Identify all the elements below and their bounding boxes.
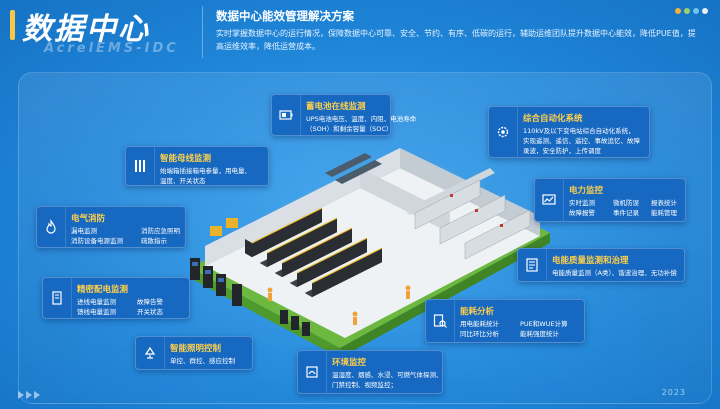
card-text: 实现遥测、遥信、遥控、事故追忆、故障 [523, 137, 640, 145]
brand-watermark: AcrelEMS-IDC [44, 41, 179, 56]
card-title: 蓄电池在线监测 [306, 102, 366, 112]
cabinet-icon [52, 291, 62, 305]
card-text: 用电能耗统计 [460, 320, 499, 328]
card-busbar-monitoring: 智能母线监测 始端箱插接箱电参量，用电量、温度、开关状态 [125, 146, 269, 186]
page-title: 数据中心 [22, 12, 150, 47]
card-text: 消防设备电源监测 [71, 237, 123, 245]
environment-icon [306, 366, 318, 378]
card-text: 实时监测 [569, 199, 595, 207]
card-text: 110kV及以下变电站综合自动化系统， [523, 127, 635, 135]
card-text: 录波，安全防护，上传调度 [523, 147, 601, 155]
title-accent-bar [10, 10, 15, 40]
lighting-icon [144, 346, 156, 359]
card-title: 环境监控 [332, 358, 367, 368]
card-title: 精密配电监测 [77, 285, 129, 295]
gear-icon [497, 126, 509, 138]
card-text: 能耗管理 [651, 209, 677, 217]
card-title: 电能质量监测和治理 [552, 256, 629, 266]
header-divider [202, 6, 203, 58]
datacenter-illustration [190, 148, 550, 358]
card-text: 漏电监测 [71, 227, 97, 235]
card-text: UPS电池电压、温度、内阻、电池寿命 [306, 115, 417, 123]
card-text: 温湿度、烟感、水浸、可燃气体探测、 [332, 371, 443, 379]
card-integrated-automation: 综合自动化系统 110kV及以下变电站综合自动化系统， 实现遥测、遥信、遥控、事故… [488, 106, 650, 158]
card-power-monitoring: 电力监控 实时监测故障报警 微机防误事件记录 报表统计能耗管理 [534, 178, 686, 222]
fire-icon [46, 219, 56, 234]
card-energy-analysis: 能耗分析 用电能耗统计同比环比分析 PUE和WUE计算能耗强度统计 [425, 299, 585, 343]
card-text: 温度、开关状态 [160, 177, 206, 185]
card-title: 综合自动化系统 [523, 114, 583, 124]
card-title: 能耗分析 [460, 307, 495, 317]
card-text: 故障告警 [137, 298, 163, 306]
card-battery-monitoring: 蓄电池在线监测 UPS电池电压、温度、内阻、电池寿命 （SOH）和剩余容量（SOC… [271, 94, 416, 136]
card-text: 同比环比分析 [460, 330, 499, 338]
card-text: 单控、群控、感应控制 [170, 357, 235, 365]
card-title: 智能母线监测 [160, 154, 212, 164]
decorative-dots [675, 8, 708, 14]
busbar-icon [135, 160, 145, 172]
card-title: 电力监控 [569, 186, 604, 196]
card-text: （SOH）和剩余容量（SOC） [306, 125, 393, 133]
card-electrical-fire: 电气消防 漏电监测消防设备电源监测 消防应急照明疏散指示 [36, 206, 186, 248]
card-text: 事件记录 [613, 209, 639, 217]
chart-icon [542, 194, 556, 205]
card-text: 开关状态 [137, 308, 163, 316]
card-text: 电能质量监测（A类）、谐波治理、无功补偿 [552, 269, 677, 277]
page-description: 实时掌握数据中心的运行情况，保障数据中心可靠、安全、节约、有序、低碳的运行，辅助… [216, 29, 696, 51]
card-text: 始端箱插接箱电参量，用电量、 [160, 167, 251, 175]
battery-icon [279, 110, 293, 120]
footer-year: 2023 [661, 388, 686, 397]
card-text: 馈线电量监测 [77, 308, 116, 316]
quality-icon [526, 258, 538, 272]
card-text: PUE和WUE计算 [520, 320, 568, 328]
card-power-quality: 电能质量监测和治理 电能质量监测（A类）、谐波治理、无功补偿 [517, 248, 685, 282]
card-text: 进线电量监测 [77, 298, 116, 306]
card-smart-lighting: 智能照明控制 单控、群控、感应控制 [135, 336, 253, 370]
card-text: 微机防误 [613, 199, 639, 207]
card-text: 门禁控制、视频监控； [332, 381, 397, 389]
card-text: 报表统计 [651, 199, 677, 207]
card-title: 电气消防 [71, 214, 106, 224]
decorative-arrows [18, 391, 40, 399]
card-environment-monitoring: 环境监控 温湿度、烟感、水浸、可燃气体探测、门禁控制、视频监控； [297, 350, 443, 394]
page-subtitle: 数据中心能效管理解决方案 [216, 9, 354, 23]
card-title: 智能照明控制 [170, 344, 222, 354]
card-text: 故障报警 [569, 209, 595, 217]
card-text: 能耗强度统计 [520, 330, 559, 338]
card-precision-distribution: 精密配电监测 进线电量监测馈线电量监测 故障告警开关状态 [42, 277, 190, 319]
card-text: 消防应急照明 [141, 227, 180, 235]
analysis-icon [433, 314, 447, 328]
card-text: 疏散指示 [141, 237, 167, 245]
